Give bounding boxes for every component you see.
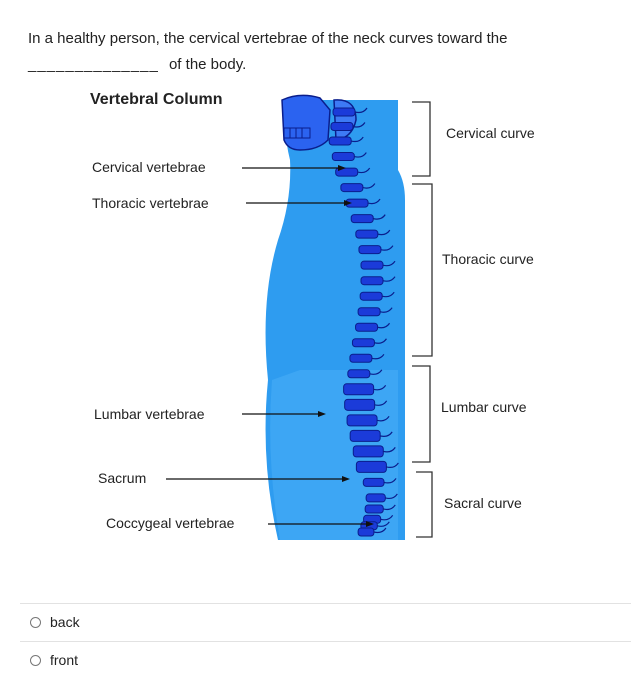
vertebra <box>344 398 376 411</box>
spinous-process <box>382 276 396 282</box>
label-lumbar-curve: Lumbar curve <box>441 399 527 415</box>
vertebra <box>346 414 378 427</box>
vertebra <box>357 527 375 537</box>
radio-back[interactable] <box>30 616 41 628</box>
spinous-process <box>374 338 387 344</box>
vertebra <box>362 477 385 487</box>
vertebra <box>352 445 384 458</box>
spinous-process <box>377 322 391 329</box>
vertebra <box>357 307 381 317</box>
label-thoracic-curve: Thoracic curve <box>442 251 534 267</box>
vertebra <box>347 369 371 379</box>
option-back-label: back <box>50 614 80 630</box>
spinous-process <box>386 462 399 468</box>
pointer-lines <box>166 167 366 525</box>
vertebra <box>360 276 384 286</box>
spinous-process <box>367 198 381 205</box>
option-front[interactable]: front <box>30 652 78 668</box>
spinous-process <box>354 152 367 158</box>
question-line-1: In a healthy person, the cervical verteb… <box>28 30 508 47</box>
label-sacrum: Sacrum <box>98 470 146 486</box>
spinous-process <box>377 521 390 527</box>
spinous-process <box>383 478 397 484</box>
option-back[interactable]: back <box>30 614 80 630</box>
pointer-arrowheads <box>318 165 374 527</box>
vertebra <box>358 245 382 255</box>
vertebra <box>355 460 387 473</box>
spinous-process <box>369 369 383 375</box>
spinous-process <box>382 291 395 298</box>
vertebra <box>328 136 352 146</box>
label-cervical-curve: Cervical curve <box>446 125 535 141</box>
diagram-title: Vertebral Column <box>90 91 222 108</box>
spinous-process <box>373 527 387 534</box>
option-divider-middle <box>20 641 631 642</box>
answer-blank: ______________ <box>28 56 159 73</box>
spinous-process <box>357 167 371 174</box>
vertebra <box>351 338 375 348</box>
vertebra <box>350 214 374 224</box>
label-sacral-curve: Sacral curve <box>444 495 522 511</box>
label-cervical-vertebrae: Cervical vertebrae <box>92 159 206 175</box>
vertebra <box>365 493 386 503</box>
vertebra <box>331 152 355 162</box>
radio-front[interactable] <box>30 654 41 666</box>
vertebra <box>349 429 381 442</box>
question-line-2: of the body. <box>168 56 247 73</box>
vertebra <box>360 260 384 270</box>
spinous-process <box>373 384 387 391</box>
option-front-label: front <box>50 652 79 668</box>
spinous-process <box>352 122 366 128</box>
spinous-process <box>383 504 396 511</box>
vertebra <box>330 121 354 131</box>
question-text: In a healthy person, the cervical verteb… <box>28 26 588 78</box>
spinous-process <box>380 514 394 521</box>
spinous-process <box>354 107 368 114</box>
option-divider-top <box>20 603 631 604</box>
label-coccygeal-vertebrae: Coccygeal vertebrae <box>106 515 235 531</box>
spinous-process <box>380 431 393 437</box>
spine-vertebrae <box>328 107 399 537</box>
spinous-process <box>376 415 390 422</box>
spinous-process <box>385 493 398 500</box>
spinous-process <box>362 183 376 189</box>
spinous-process <box>383 447 396 453</box>
vertebra <box>349 353 373 363</box>
vertebral-column-diagram: Vertebral Column Cervical vertebrae Thor… <box>90 91 535 540</box>
vertebra <box>340 183 364 193</box>
vertebra <box>332 107 356 117</box>
label-lumbar-vertebrae: Lumbar vertebrae <box>94 406 205 422</box>
vertebra <box>355 322 379 332</box>
vertebra <box>364 504 384 514</box>
spinous-process <box>374 400 388 406</box>
spinous-process <box>377 229 391 236</box>
vertebra <box>343 383 375 396</box>
spinous-process <box>380 245 394 251</box>
spinous-process <box>373 214 386 220</box>
vertebra <box>359 291 383 301</box>
vertebra <box>355 229 379 239</box>
spinous-process <box>371 353 385 360</box>
curve-brackets <box>412 101 433 538</box>
spinous-process <box>351 136 364 143</box>
label-thoracic-vertebrae: Thoracic vertebrae <box>92 195 209 211</box>
spinous-process <box>382 260 396 267</box>
spinous-process <box>379 307 393 313</box>
